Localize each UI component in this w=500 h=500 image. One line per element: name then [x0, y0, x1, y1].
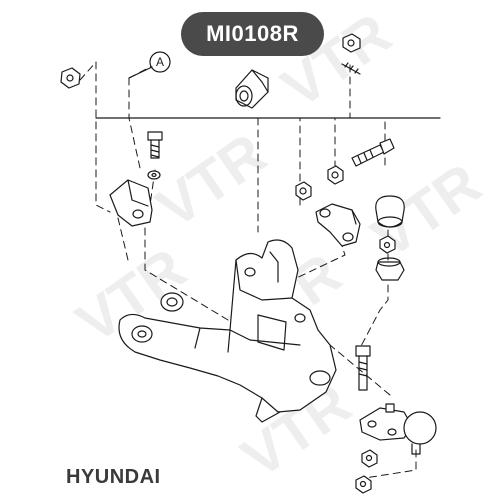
nut-boot: [379, 235, 396, 254]
nut-top-right: [342, 33, 361, 53]
washer-small: [147, 170, 161, 180]
strut-bracket: [315, 203, 361, 247]
lower-control-arm: [118, 239, 337, 423]
brand-label: HYUNDAI: [66, 466, 161, 488]
dust-cover: [375, 257, 405, 281]
ball-joint-boot: [375, 195, 405, 228]
nut-top-left: [60, 67, 81, 89]
callout-a-label: A: [156, 55, 164, 69]
mounting-bracket: [109, 179, 153, 227]
bolt-small: [341, 62, 361, 75]
callout-a: [128, 51, 171, 79]
bolt-vertical: [147, 131, 163, 159]
nut-bottom-right: [355, 475, 372, 494]
nut-bottom-left: [361, 449, 378, 468]
nut-middle: [327, 165, 344, 185]
nut-washer: [295, 181, 312, 201]
arm-bushing: [160, 292, 184, 312]
bushing-part: [235, 69, 269, 109]
bolt-long: [351, 138, 395, 167]
part-number-badge: MI0108R: [181, 12, 324, 56]
ball-joint: [359, 403, 437, 455]
ball-joint-bolt: [355, 345, 371, 391]
